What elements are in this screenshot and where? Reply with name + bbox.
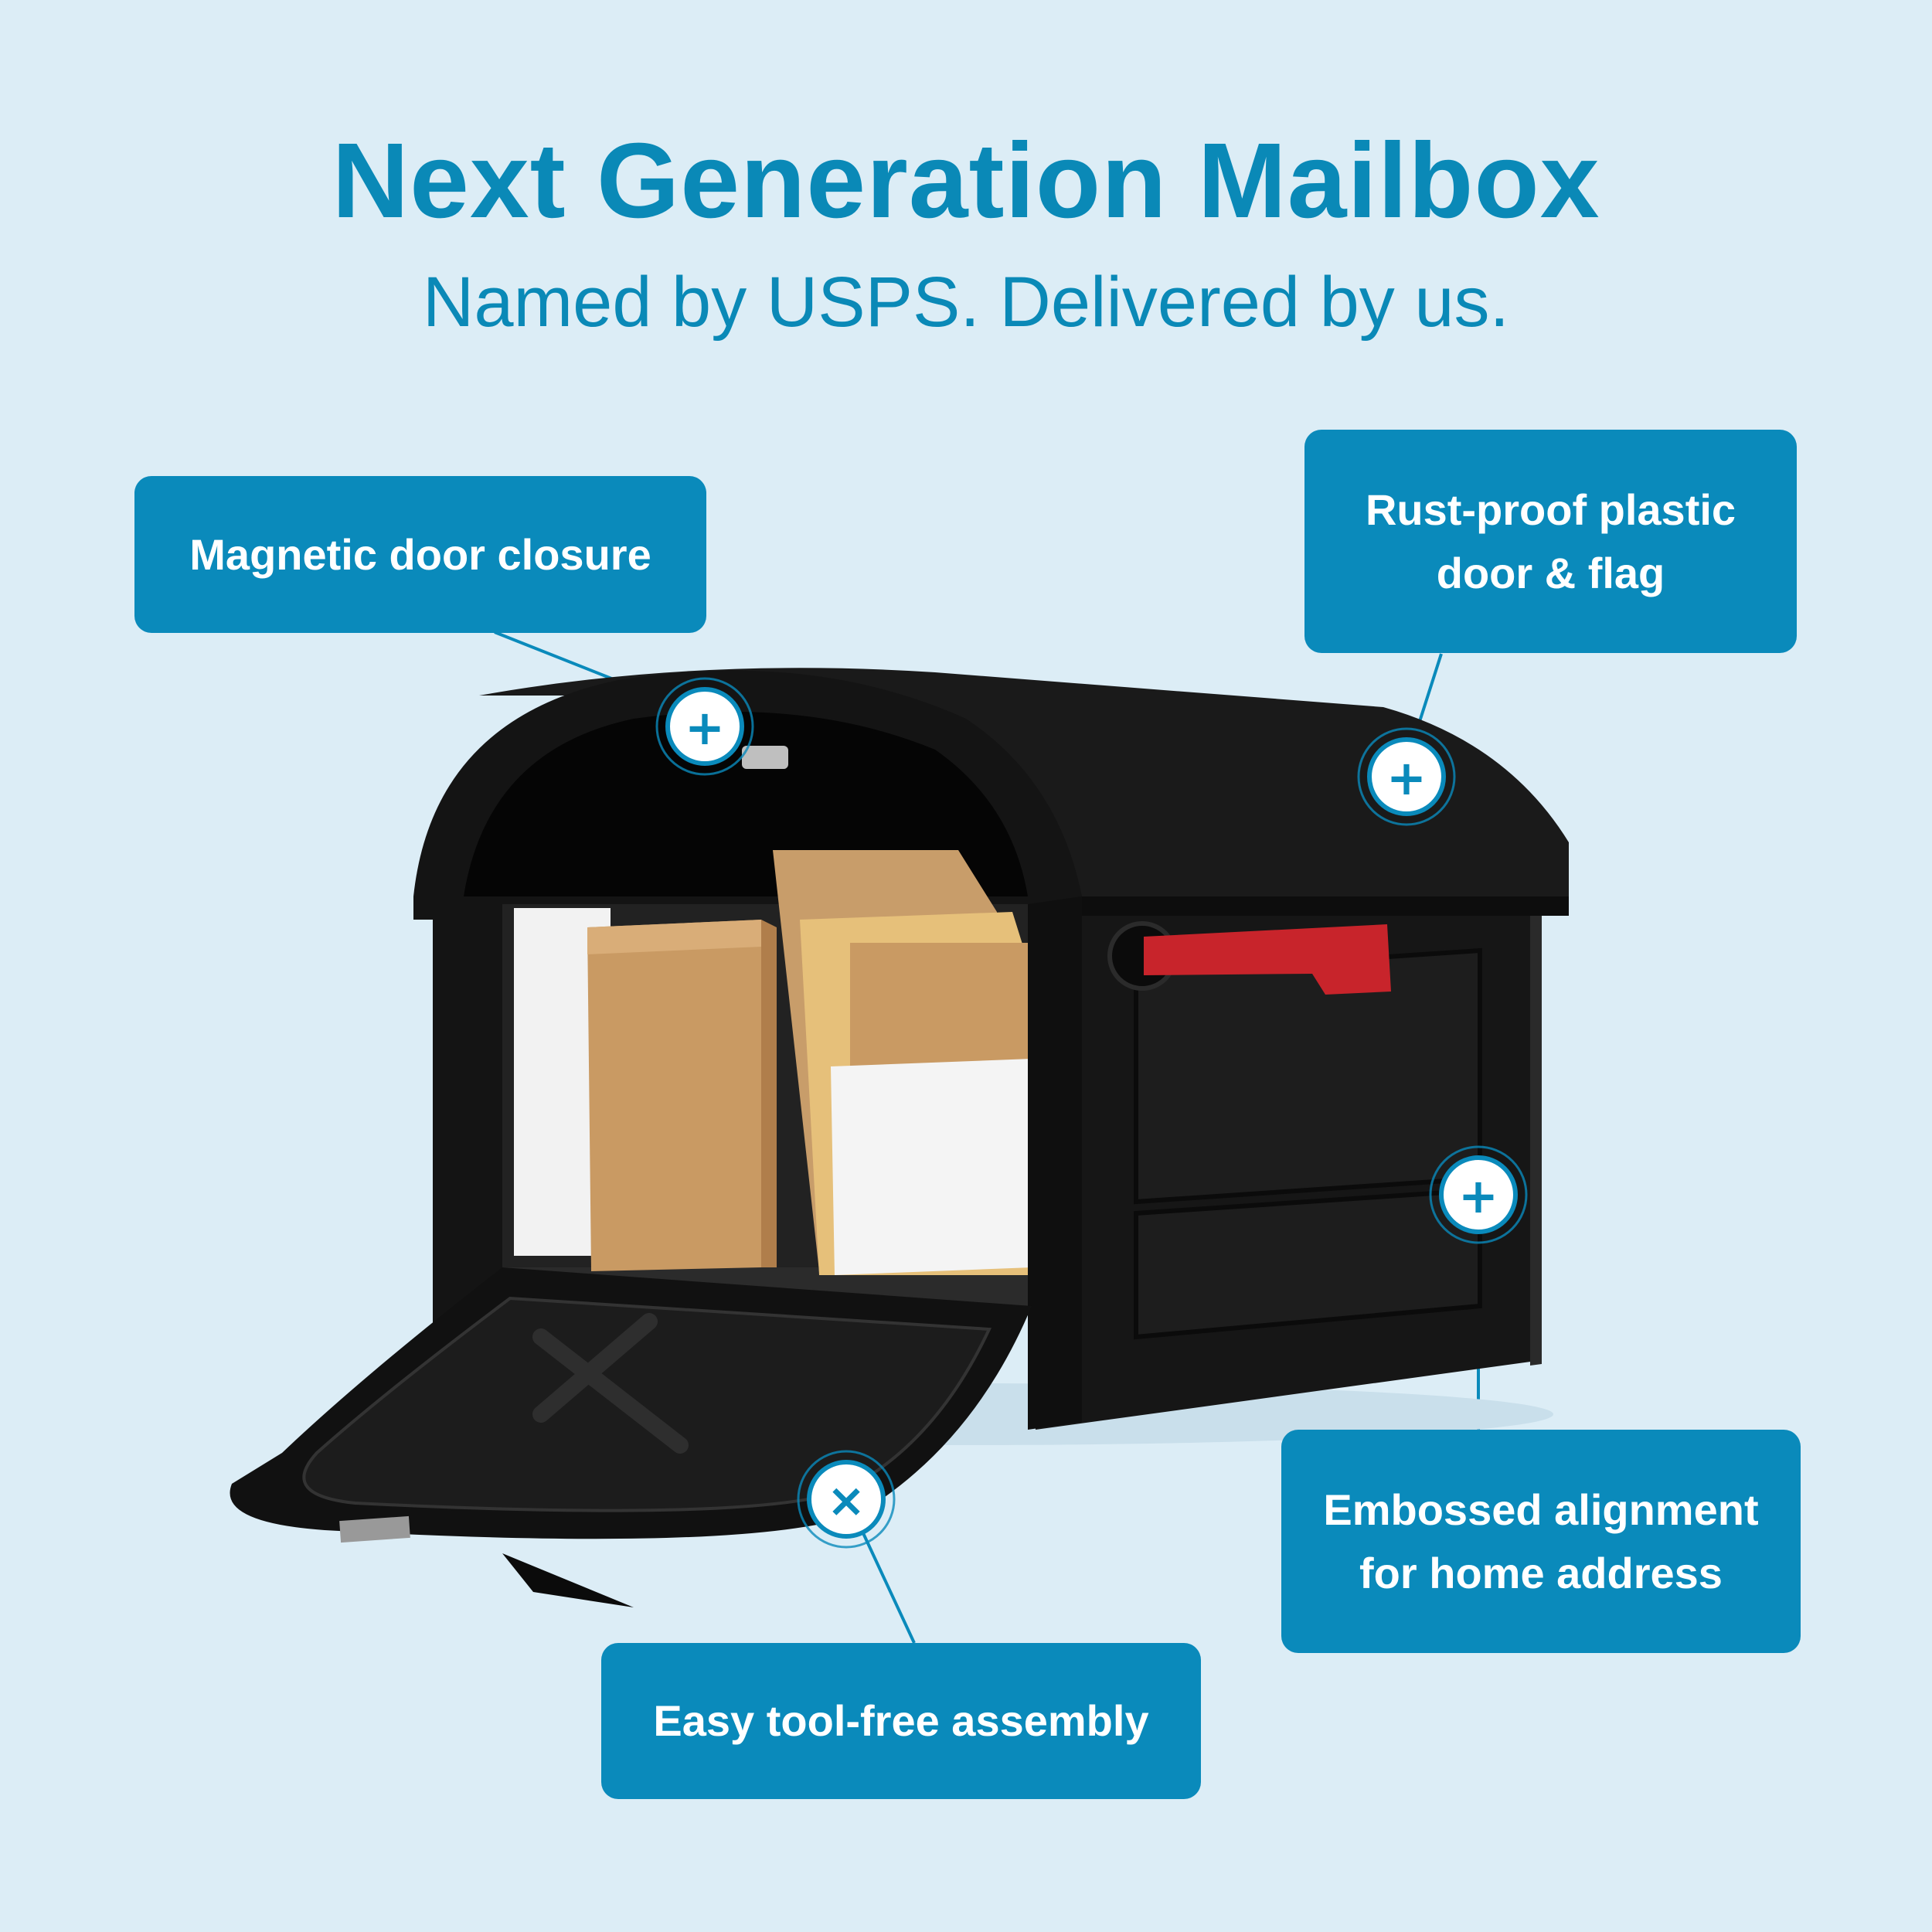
callout-line-2: door & flag [1436,548,1665,597]
hotspot-assembly[interactable]: × [797,1450,896,1549]
page-subtitle: Named by USPS. Delivered by us. [422,263,1510,342]
callout-tool-free-assembly: Easy tool-free assembly [601,1643,1201,1799]
plus-icon: + [1458,1168,1498,1224]
hotspot-magnetic[interactable]: + [655,677,754,776]
mailbox [230,668,1569,1607]
hotspot-rustproof[interactable]: + [1357,727,1456,826]
callout-rust-proof: Rust-proof plastic door & flag [1304,430,1797,653]
callout-embossed-alignment: Embossed alignment for home address [1281,1430,1801,1653]
close-icon: × [827,1474,866,1528]
callout-label: Magnetic door closure [189,529,651,579]
callout-magnetic-door-closure: Magnetic door closure [134,476,706,633]
callout-label: Easy tool-free assembly [653,1696,1149,1746]
page-title: Next Generation Mailbox [332,121,1600,240]
callout-line-1: Embossed alignment [1323,1485,1759,1535]
callout-line-1: Rust-proof plastic [1365,485,1736,535]
plus-icon: + [1386,750,1427,806]
plus-icon: + [685,699,725,756]
hotspot-embossed[interactable]: + [1429,1145,1528,1244]
callout-line-2: for home address [1359,1548,1723,1597]
